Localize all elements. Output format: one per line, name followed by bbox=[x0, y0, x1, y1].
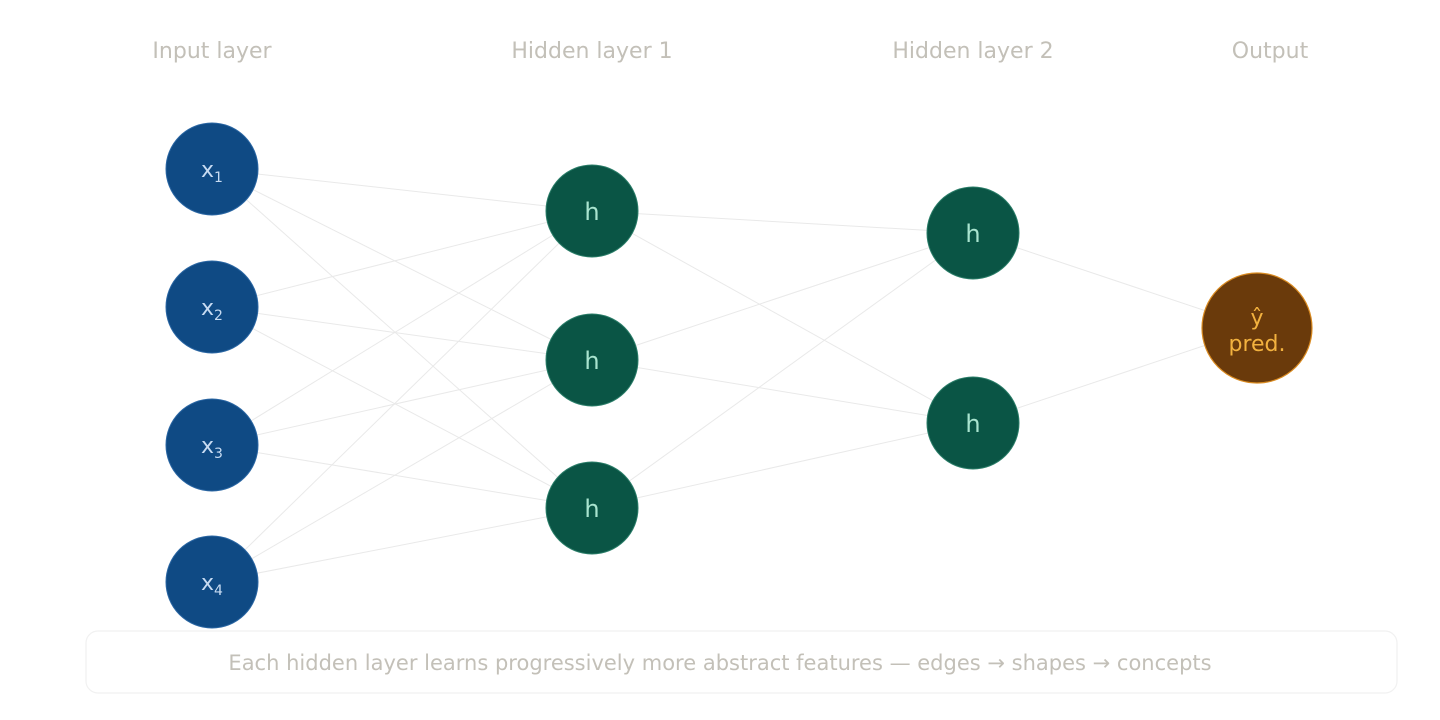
input-node: x3 bbox=[165, 398, 259, 492]
connection-edge bbox=[211, 210, 593, 308]
connection-edge bbox=[591, 422, 974, 509]
layer-label-hidden-2: Hidden layer 2 bbox=[892, 39, 1053, 64]
hidden-node: h bbox=[926, 186, 1020, 280]
input-node-circle bbox=[165, 535, 259, 629]
connection-edge bbox=[591, 210, 974, 234]
hidden-node: h bbox=[545, 461, 639, 555]
connection-edge bbox=[591, 232, 974, 509]
input-node: x1 bbox=[165, 122, 259, 216]
hidden-node-label: h bbox=[965, 220, 980, 248]
hidden-node: h bbox=[545, 313, 639, 407]
hidden-node-circle bbox=[545, 164, 639, 258]
output-node-symbol: ŷ bbox=[1250, 306, 1263, 331]
connection-edge bbox=[211, 168, 593, 212]
connection-edge bbox=[211, 507, 593, 583]
connection-edge bbox=[211, 210, 593, 583]
input-node: x2 bbox=[165, 260, 259, 354]
layer-label-hidden-1: Hidden layer 1 bbox=[511, 39, 672, 64]
hidden-node: h bbox=[926, 376, 1020, 470]
connection-edge bbox=[211, 306, 593, 361]
input-node-label: x2 bbox=[201, 296, 223, 324]
hidden-node: h bbox=[545, 164, 639, 258]
hidden-node-label: h bbox=[965, 410, 980, 438]
caption-text: Each hidden layer learns progressively m… bbox=[228, 651, 1211, 675]
hidden-node-circle bbox=[926, 376, 1020, 470]
connection-edge bbox=[591, 210, 974, 424]
connection-edge bbox=[211, 168, 593, 361]
hidden-node-circle bbox=[545, 313, 639, 407]
connection-edge bbox=[591, 359, 974, 424]
input-node-label: x3 bbox=[201, 434, 223, 462]
hidden-node-circle bbox=[545, 461, 639, 555]
connection-edge bbox=[591, 232, 974, 361]
input-node-label: x4 bbox=[201, 571, 223, 599]
input-node-circle bbox=[165, 122, 259, 216]
connection-edge bbox=[211, 359, 593, 446]
input-node-circle bbox=[165, 260, 259, 354]
connections bbox=[211, 168, 1258, 583]
connection-edge bbox=[211, 210, 593, 446]
connection-edge bbox=[211, 444, 593, 509]
input-node-label: x1 bbox=[201, 158, 223, 186]
hidden-node-label: h bbox=[584, 495, 599, 523]
connection-edge bbox=[211, 168, 593, 509]
connection-edge bbox=[211, 306, 593, 509]
output-node: ŷ pred. bbox=[1201, 272, 1313, 384]
input-node-circle bbox=[165, 398, 259, 492]
layer-label-output: Output bbox=[1232, 39, 1309, 64]
connection-edge bbox=[211, 359, 593, 583]
layer-label-input: Input layer bbox=[152, 39, 272, 64]
output-node-sublabel: pred. bbox=[1228, 332, 1285, 357]
hidden-node-label: h bbox=[584, 198, 599, 226]
output-node-circle bbox=[1201, 272, 1313, 384]
caption-box bbox=[85, 630, 1398, 694]
hidden-node-label: h bbox=[584, 347, 599, 375]
hidden-node-circle bbox=[926, 186, 1020, 280]
input-node: x4 bbox=[165, 535, 259, 629]
